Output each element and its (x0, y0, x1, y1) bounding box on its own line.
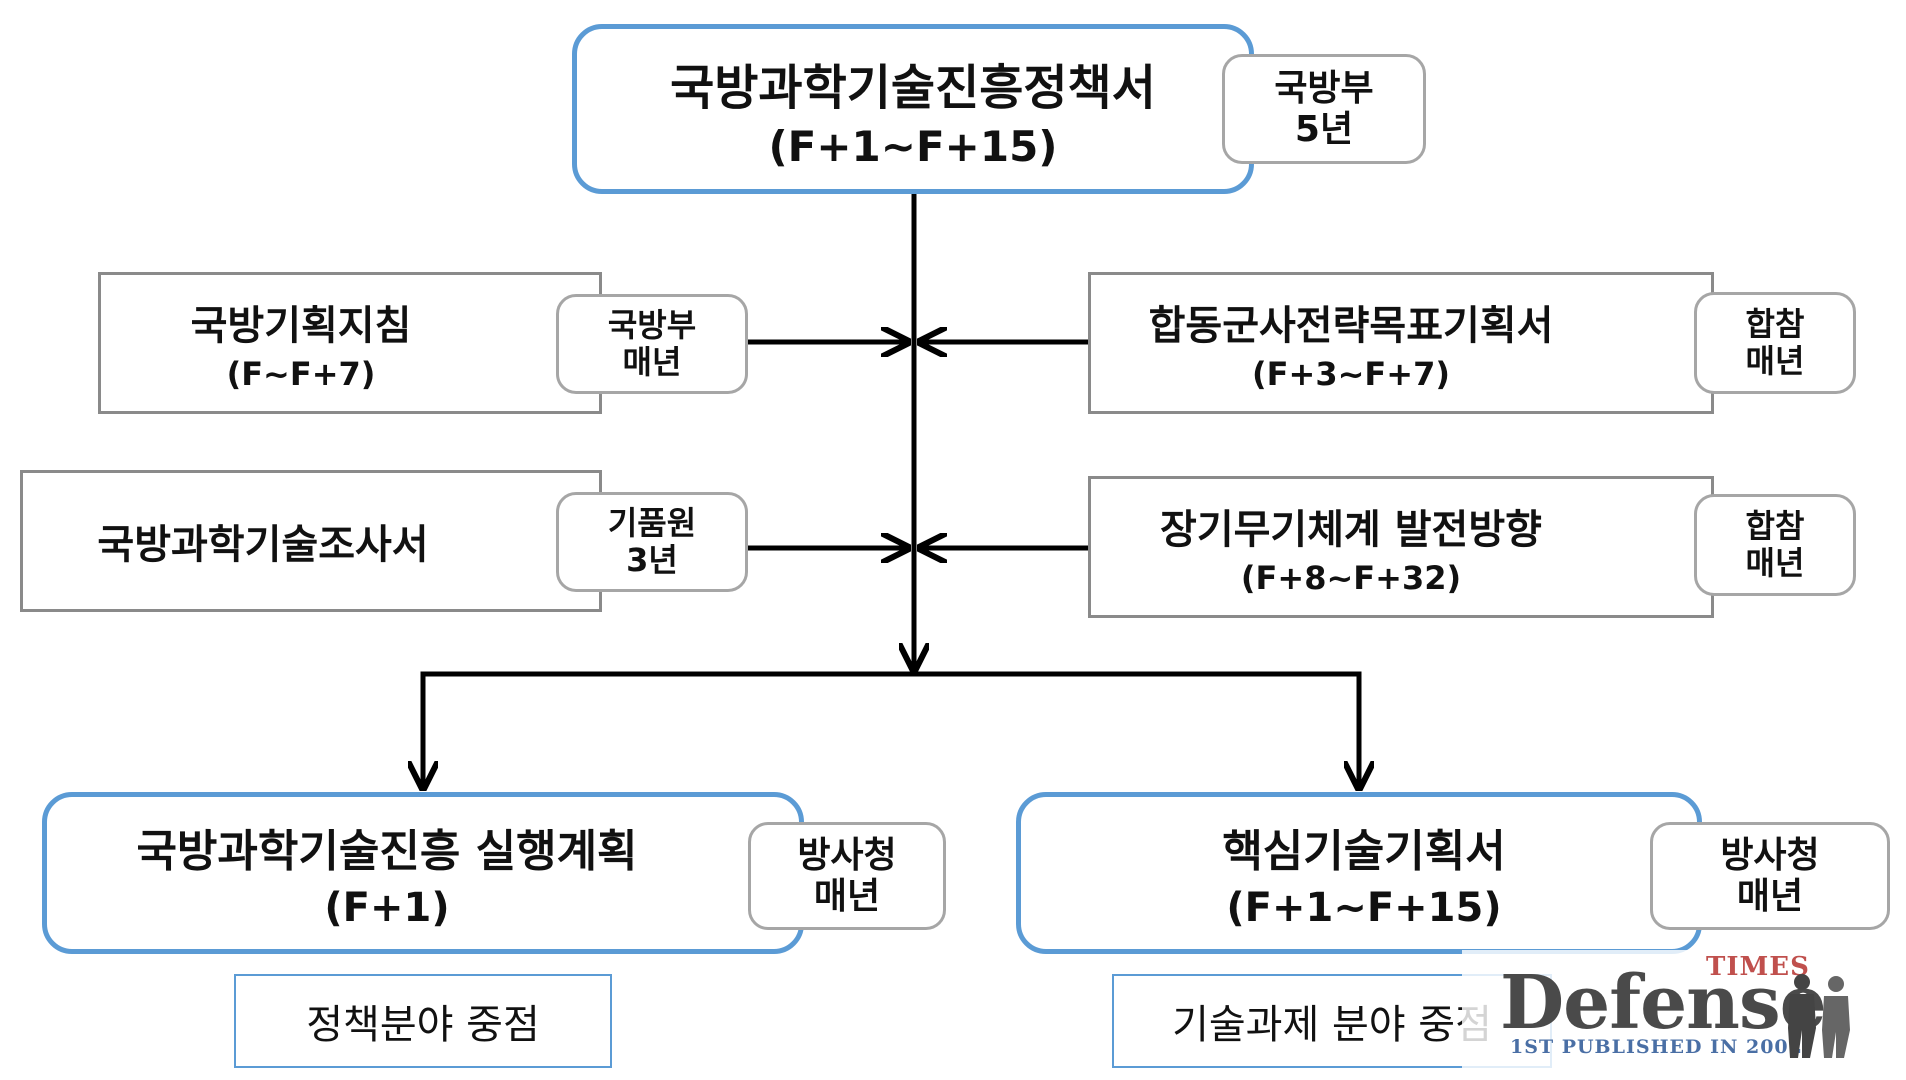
exec-tag-org: 방사청 (797, 834, 897, 876)
tech-survey-box: 국방과학기술조사서 (20, 470, 602, 612)
defense-planning-guide-box: 국방기획지침 (F~F+7) (98, 272, 602, 414)
top-policy-tag: 국방부 5년 (1222, 54, 1426, 164)
core-tag-org: 방사청 (1720, 834, 1820, 876)
execution-plan-box: 국방과학기술진흥 실행계획 (F+1) (42, 792, 804, 954)
watermark-times: TIMES (1706, 952, 1810, 982)
tech-survey-title: 국방과학기술조사서 (97, 522, 429, 568)
core-tech-plan-tag: 방사청 매년 (1650, 822, 1890, 930)
defense-planning-guide-title: 국방기획지침 (190, 303, 412, 349)
execution-plan-title: 국방과학기술진흥 실행계획 (136, 826, 638, 877)
exec-tag-cycle: 매년 (813, 876, 881, 917)
tech-survey-tag: 기품원 3년 (556, 492, 748, 592)
split-line (420, 671, 1362, 790)
survey-tag-cycle: 3년 (626, 541, 678, 579)
dpg-tag-cycle: 매년 (622, 343, 682, 381)
long-term-weapons-period: (F+8~F+32) (1240, 559, 1462, 597)
core-tech-plan-period: (F+1~F+15) (1226, 885, 1502, 931)
soldier-silhouette-icon (1788, 974, 1850, 1058)
defense-planning-guide-tag: 국방부 매년 (556, 294, 748, 394)
weapons-tag-cycle: 매년 (1745, 544, 1805, 582)
watermark-subtitle: 1ST PUBLISHED IN 2002 (1510, 1036, 1803, 1058)
top-policy-box: 국방과학기술진흥정책서 (F+1~F+15) (572, 24, 1254, 194)
joint-tag-org: 합참 (1745, 305, 1805, 344)
joint-strategy-period: (F+3~F+7) (1252, 355, 1450, 393)
core-tech-plan-box: 핵심기술기획서 (F+1~F+15) (1016, 792, 1702, 954)
execution-plan-focus-label: 정책분야 중점 (306, 1002, 540, 1048)
top-tag-cycle: 5년 (1294, 109, 1354, 150)
joint-strategy-title: 합동군사전략목표기획서 (1148, 303, 1554, 349)
core-tag-cycle: 매년 (1736, 876, 1804, 917)
top-policy-period: (F+1~F+15) (768, 121, 1058, 171)
defense-planning-guide-period: (F~F+7) (226, 355, 376, 393)
weapons-tag-org: 합참 (1745, 507, 1805, 546)
long-term-weapons-title: 장기무기체계 발전방향 (1160, 507, 1542, 553)
joint-strategy-box: 합동군사전략목표기획서 (F+3~F+7) (1088, 272, 1714, 414)
execution-plan-tag: 방사청 매년 (748, 822, 946, 930)
joint-strategy-tag: 합참 매년 (1694, 292, 1856, 394)
long-term-weapons-box: 장기무기체계 발전방향 (F+8~F+32) (1088, 476, 1714, 618)
execution-plan-focus: 정책분야 중점 (234, 974, 612, 1068)
long-term-weapons-tag: 합참 매년 (1694, 494, 1856, 596)
core-tech-plan-focus-label: 기술과제 분야 중점 (1172, 1002, 1492, 1048)
execution-plan-period: (F+1) (324, 885, 450, 931)
survey-tag-org: 기품원 (607, 504, 697, 543)
joint-tag-cycle: 매년 (1745, 342, 1805, 380)
top-tag-org: 국방부 (1274, 67, 1374, 109)
core-tech-plan-title: 핵심기술기획서 (1222, 826, 1506, 877)
dpg-tag-org: 국방부 (607, 306, 697, 345)
top-policy-title: 국방과학기술진흥정책서 (670, 59, 1156, 116)
watermark-brand: Defense (1500, 960, 1827, 1046)
